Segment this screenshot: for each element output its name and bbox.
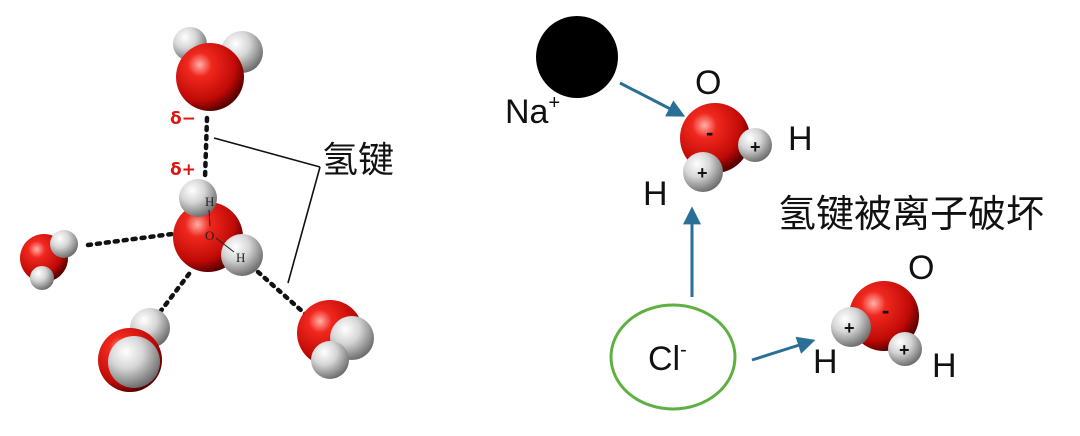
oxygen-label: O (908, 249, 934, 287)
hydrogen-atom (221, 234, 263, 276)
oxygen-charge: - (706, 120, 713, 145)
inner-hydrogen-label-2: H (236, 250, 245, 265)
right-panel-ion-disruption: Na+ - + + O H H 氢键被离子破坏 Cl- (505, 16, 1044, 411)
hydrogen-charge: + (697, 163, 708, 183)
chloride-ion (609, 303, 737, 411)
hydrogen-atom (108, 336, 160, 388)
hydrogen-atom (311, 341, 349, 379)
chloride-label: Cl- (648, 339, 687, 378)
water-molecule-top (173, 27, 263, 111)
hydrogen-label-left: H (643, 175, 668, 213)
hydrogen-atom (179, 179, 217, 217)
water-molecule-top-right: - + + O H H (643, 64, 813, 213)
delta-minus-label: δ− (170, 109, 196, 129)
hydrogen-atom (888, 332, 922, 366)
hydrogen-label-right: H (932, 347, 957, 385)
hydrogen-atom (50, 230, 78, 258)
oxygen-charge: - (882, 298, 889, 323)
water-molecule-bottom-right: - + + O H H (813, 249, 957, 385)
hydrogen-atom (831, 307, 871, 347)
dotted-hydrogen-bonds (85, 115, 315, 323)
hydrogen-label-right: H (788, 120, 813, 158)
inner-oxygen-label: O (205, 228, 214, 243)
hbond-label-leaders (213, 137, 321, 284)
hydrogen-charge: + (750, 137, 761, 157)
water-molecule-center: H O H (173, 179, 263, 276)
hydrogen-bond-label: 氢键 (322, 140, 394, 181)
hbond-top (202, 115, 210, 181)
hbond-lower-right (255, 269, 315, 323)
delta-plus-label: δ+ (170, 160, 196, 180)
sodium-ion (536, 16, 618, 98)
hydrogen-charge: + (844, 318, 855, 338)
ion-disruption-caption: 氢键被离子破坏 (778, 192, 1044, 236)
oxygen-label: O (695, 64, 721, 102)
hydrogen-label-left: H (813, 343, 838, 381)
inner-hydrogen-label: H (205, 194, 214, 209)
water-molecule-lower-left (98, 308, 170, 392)
sodium-label: Na+ (505, 92, 560, 131)
hydrogen-atom (738, 128, 772, 162)
water-molecule-lower-right (297, 300, 374, 379)
hydrogen-charge: + (899, 340, 910, 360)
hbond-left (85, 231, 175, 248)
arrow-cl-to-bottom-water (751, 336, 816, 362)
hbond-lower-left (157, 267, 195, 315)
hydrogen-atom (683, 152, 723, 192)
oxygen-atom (176, 43, 244, 111)
left-panel-water-network: H O H δ− δ+ 氢键 (20, 27, 394, 392)
arrow-na-to-water (619, 81, 686, 117)
water-molecule-left (20, 230, 78, 290)
hydrogen-atom (30, 266, 54, 290)
